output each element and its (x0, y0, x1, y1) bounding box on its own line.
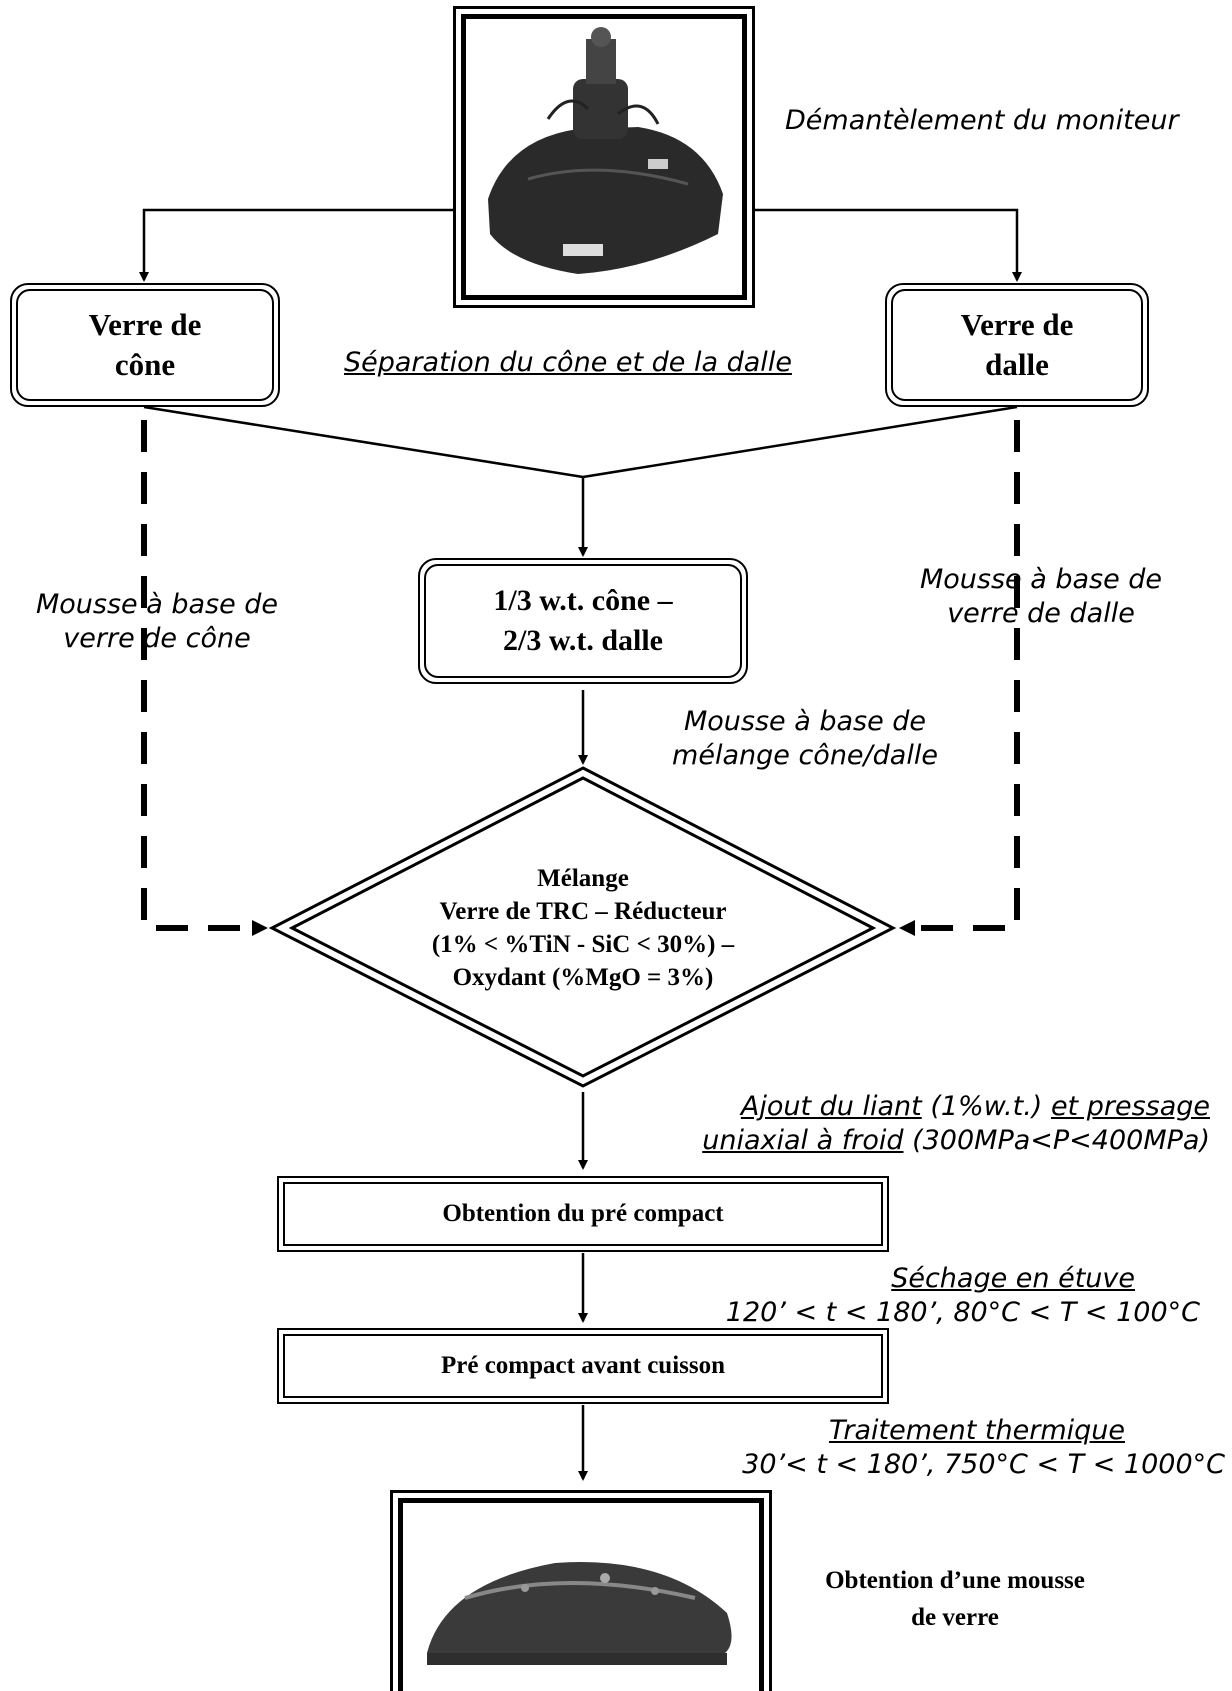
label-liant-pressage: Ajout du liant (1%w.t.) et pressage unia… (702, 1091, 1210, 1156)
monitor-photo-frame (453, 6, 755, 308)
crt-monitor-image (468, 19, 740, 291)
label-mousse-result: Obtention d’une mousse de verre (790, 1556, 1120, 1642)
diamond-line2: Verre de TRC – Réducteur (439, 898, 727, 925)
verre-dalle-line1: Verre de (960, 307, 1074, 342)
label-separation: Séparation du cône et de la dalle (344, 347, 792, 378)
pre-compact-label: Obtention du pré compact (442, 1200, 724, 1227)
melange-ratio-line1: 1/3 w.t. cône – (493, 584, 673, 617)
diamond-line4: Oxydant (%MgO = 3%) (452, 964, 714, 991)
merge-line-dalle (582, 405, 1018, 479)
mousse-result-line1: Obtention d’une mousse (825, 1567, 1085, 1594)
dashed-path-cone (141, 420, 262, 931)
mousse-photo-frame (390, 1490, 772, 1691)
verre-dalle-line2: dalle (985, 347, 1049, 382)
box-verre-dalle: Verre de dalle (885, 283, 1149, 407)
diamond-line1: Mélange (537, 865, 629, 892)
box-avant-cuisson: Pré compact avant cuisson (277, 1328, 889, 1404)
label-traitement: Traitement thermique 30’< t < 180’, 750°… (742, 1415, 1225, 1480)
box-pre-compact: Obtention du pré compact (277, 1176, 889, 1252)
verre-cone-line2: cône (114, 347, 176, 382)
diamond-melange-text: Mélange Verre de TRC – Réducteur (1% < %… (340, 848, 826, 1008)
avant-cuisson-label: Pré compact avant cuisson (441, 1352, 725, 1379)
mousse-result-line2: de verre (911, 1604, 999, 1631)
label-sechage: Séchage en étuve 120’ < t < 180’, 80°C <… (725, 1263, 1200, 1328)
box-melange-ratio: 1/3 w.t. cône – 2/3 w.t. dalle (418, 558, 748, 684)
label-mousse-dalle: Mousse à base de verre de dalle (919, 564, 1163, 629)
label-mousse-melange: Mousse à base de mélange cône/dalle (672, 706, 938, 771)
diamond-line3: (1% < %TiN - SiC < 30%) – (431, 931, 735, 958)
diamond-shape (268, 766, 897, 1088)
melange-ratio-line2: 2/3 w.t. dalle (502, 624, 663, 657)
merge-line-cone (143, 405, 584, 479)
label-mousse-cone: Mousse à base de verre de cône (35, 589, 279, 654)
dashed-path-dalle (905, 420, 1020, 931)
glass-foam-image (405, 1503, 757, 1691)
arrow-monitor-to-dalle (755, 208, 1022, 282)
box-verre-cone: Verre de cône (10, 283, 280, 407)
verre-cone-line1: Verre de (88, 307, 202, 342)
arrow-monitor-to-cone (139, 208, 453, 282)
label-demantelement: Démantèlement du moniteur (785, 105, 1179, 136)
